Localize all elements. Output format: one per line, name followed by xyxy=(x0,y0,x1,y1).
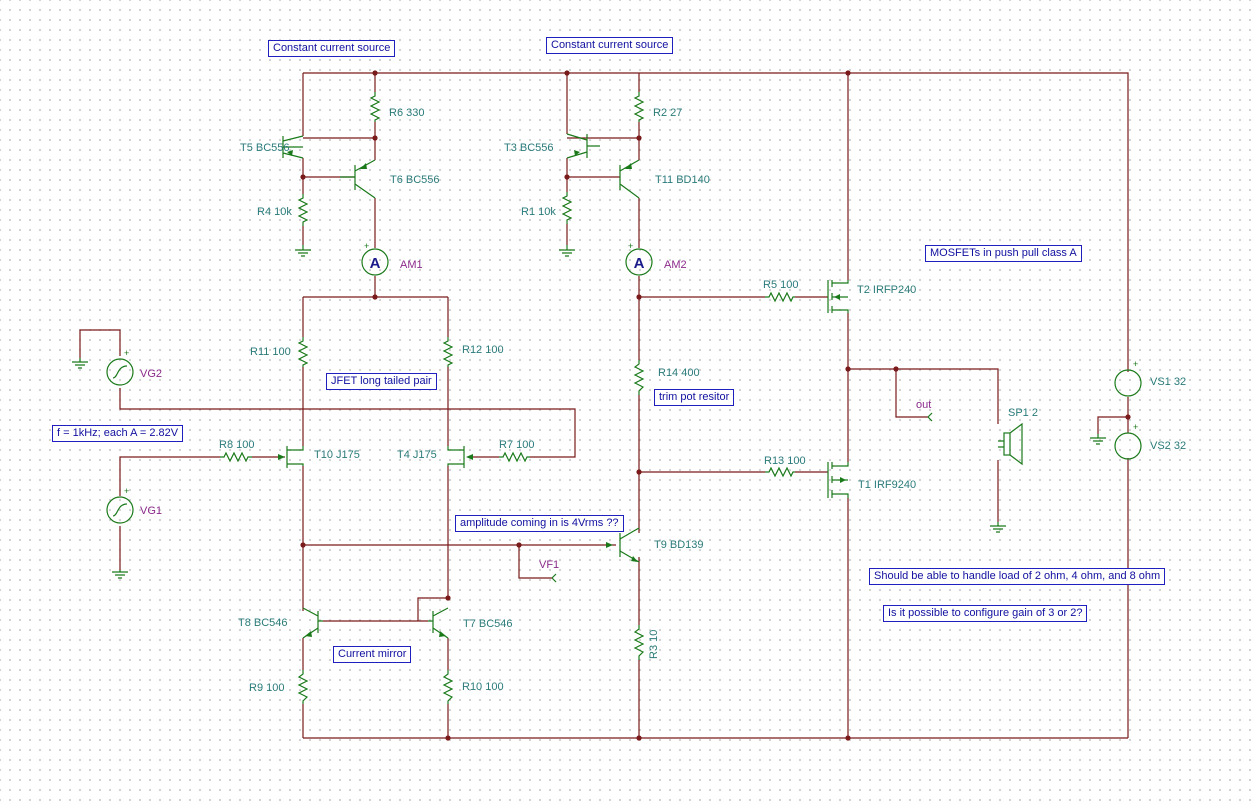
label-r12: R12 100 xyxy=(462,344,504,356)
transistor-t3 xyxy=(566,133,600,159)
label-r6: R6 330 xyxy=(389,107,424,119)
transistor-t9 xyxy=(606,527,640,563)
svg-text:+: + xyxy=(124,486,129,496)
label-vg2: VG2 xyxy=(140,368,162,380)
label-r9: R9 100 xyxy=(249,682,284,694)
svg-text:+: + xyxy=(364,241,369,251)
label-r14: R14 400 xyxy=(658,367,700,379)
resistor-r4 xyxy=(297,194,309,226)
resistor-r8 xyxy=(220,451,252,463)
resistor-r11 xyxy=(297,337,309,367)
label-vf1: VF1 xyxy=(539,559,559,571)
label-r7: R7 100 xyxy=(499,439,534,451)
resistors xyxy=(220,92,795,704)
label-am2: AM2 xyxy=(664,259,687,271)
label-vs1: VS1 32 xyxy=(1150,376,1186,388)
svg-text:+: + xyxy=(628,241,633,251)
transistor-t11 xyxy=(619,159,640,199)
label-vs2: VS2 32 xyxy=(1150,440,1186,452)
speaker-sp1 xyxy=(998,422,1023,466)
note-mosfet-push-pull: MOSFETs in push pull class A xyxy=(925,245,1082,262)
transistor-t6 xyxy=(340,159,376,199)
label-r3: R3 10 xyxy=(648,630,660,659)
transistor-t5 xyxy=(282,135,304,159)
label-r5: R5 100 xyxy=(763,279,798,291)
label-t7: T7 BC546 xyxy=(463,618,513,630)
note-gain-question: Is it possible to configure gain of 3 or… xyxy=(883,605,1088,622)
note-current-mirror: Current mirror xyxy=(333,646,412,663)
svg-text:A: A xyxy=(634,255,645,272)
junctions xyxy=(300,70,1131,741)
label-t2: T2 IRFP240 xyxy=(857,284,916,296)
resistor-r3 xyxy=(633,625,645,660)
voltage-source-vs1: + xyxy=(1114,359,1142,397)
signal-source-vg1: + xyxy=(106,486,134,524)
note-trim-pot: trim pot resitor xyxy=(654,389,735,406)
mosfet-t2 xyxy=(827,280,849,313)
note-amplitude: amplitude coming in is 4Vrms ?? xyxy=(455,515,624,532)
label-vg1: VG1 xyxy=(140,505,162,517)
resistor-r1 xyxy=(561,192,573,224)
transistor-t8 xyxy=(302,607,323,639)
probe-out xyxy=(927,412,933,422)
svg-text:+: + xyxy=(1133,359,1138,369)
label-t8: T8 BC546 xyxy=(238,617,288,629)
svg-text:A: A xyxy=(370,255,381,272)
note-load-handling: Should be able to handle load of 2 ohm, … xyxy=(869,568,1166,585)
ammeter-am1: A + xyxy=(361,241,389,276)
label-r1: R1 10k xyxy=(521,206,556,218)
label-t3: T3 BC556 xyxy=(504,142,554,154)
resistor-r14 xyxy=(633,360,645,395)
label-r13: R13 100 xyxy=(764,455,806,467)
resistor-r6 xyxy=(369,92,381,122)
probe-vf1 xyxy=(551,573,557,583)
label-r10: R10 100 xyxy=(462,681,504,693)
resistor-r13 xyxy=(765,466,795,478)
label-t6: T6 BC556 xyxy=(390,174,440,186)
label-t4: T4 J175 xyxy=(397,449,437,461)
label-r11: R11 100 xyxy=(250,346,291,358)
voltage-source-vs2: + xyxy=(1114,422,1142,460)
label-t9: T9 BD139 xyxy=(654,539,704,551)
label-t10: T10 J175 xyxy=(314,449,360,461)
resistor-r9 xyxy=(297,670,309,704)
resistor-r5 xyxy=(765,291,795,303)
meters-and-sources: A + A + + + + + xyxy=(106,241,1142,583)
transistors xyxy=(278,133,849,639)
label-t5: T5 BC556 xyxy=(240,142,290,154)
note-constant-current-source-right: Constant current source xyxy=(546,37,674,54)
resistor-r12 xyxy=(442,337,454,367)
resistor-r2 xyxy=(633,92,645,122)
label-t11: T11 BD140 xyxy=(655,174,710,186)
note-jfet-pair: JFET long tailed pair xyxy=(326,373,437,390)
label-t1: T1 IRF9240 xyxy=(858,479,916,491)
signal-source-vg2: + xyxy=(106,348,134,386)
resistor-r7 xyxy=(499,451,530,463)
transistor-t10 xyxy=(278,446,304,468)
label-am1: AM1 xyxy=(400,259,423,271)
label-sp1: SP1 2 xyxy=(1008,407,1038,419)
component-labels: R6 330 T5 BC556 T6 BC556 R4 10k AM1 R2 2… xyxy=(140,107,1186,694)
svg-text:+: + xyxy=(1133,422,1138,432)
resistor-r10 xyxy=(442,670,454,704)
note-constant-current-source-left: Constant current source xyxy=(268,40,396,57)
grounds xyxy=(72,245,1106,579)
label-r2: R2 27 xyxy=(653,107,682,119)
wires xyxy=(79,72,1129,739)
label-r4: R4 10k xyxy=(257,206,292,218)
transistor-t4 xyxy=(447,446,473,468)
transistor-t7 xyxy=(428,607,449,639)
ammeter-am2: A + xyxy=(625,241,653,276)
label-r8: R8 100 xyxy=(219,439,254,451)
label-out: out xyxy=(916,399,931,411)
note-signal-params: f = 1kHz; each A = 2.82V xyxy=(52,425,184,442)
mosfet-t1 xyxy=(827,462,849,498)
svg-text:+: + xyxy=(124,348,129,358)
